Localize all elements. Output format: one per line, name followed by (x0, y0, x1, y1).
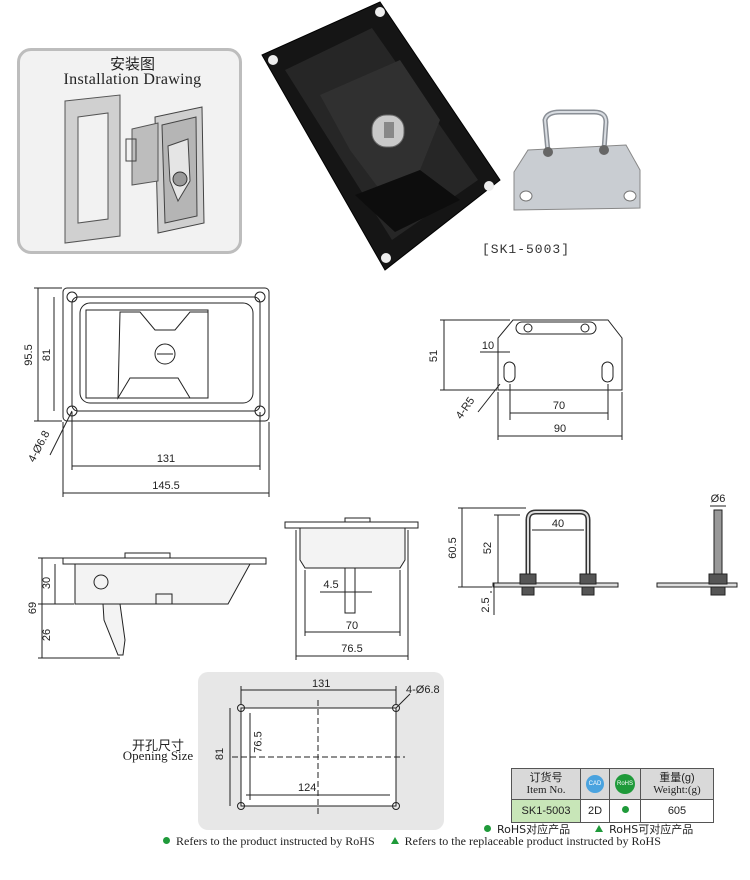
bracket-radius: 4-R5 (454, 395, 478, 421)
rod-view-drawing (656, 505, 738, 596)
row-cad: 2D (580, 799, 610, 823)
installation-illustration (64, 94, 205, 244)
col-weight-en: Weight:(g) (653, 784, 701, 796)
opening-holes: 4-Ø6.8 (406, 684, 440, 696)
legend-en: Refers to the product instructed by RoHS… (163, 834, 661, 849)
latch-photo (261, 1, 501, 271)
legend-cn: RoHS对应产品 RoHS可对应产品 (484, 821, 693, 837)
legend-rohs-en: Refers to the product instructed by RoHS (176, 834, 375, 848)
installation-title-cn: 安装图 (109, 57, 155, 73)
spec-table: 订货号 Item No. CAD RoHS 重量(g) Weight:(g) S… (511, 768, 714, 823)
row-weight: 605 (640, 799, 714, 823)
side-h1: 30 (41, 577, 53, 589)
handle-span: 40 (552, 518, 564, 530)
opening-width: 131 (312, 678, 331, 690)
bracket-view-drawing (440, 319, 623, 440)
front-height-inner: 81 (41, 349, 53, 361)
handle-height-inner: 52 (482, 542, 494, 554)
opening-height-outer: 81 (214, 747, 227, 761)
model-code: [SK1-5003] (482, 242, 571, 257)
opening-height-inner: 76.5 (252, 731, 265, 753)
bottom-b: 70 (346, 620, 358, 632)
rohs-dot-icon (163, 837, 170, 844)
bracket-width: 90 (554, 423, 566, 435)
rod-diameter: Ø6 (711, 493, 726, 505)
front-width-inner: 131 (157, 453, 175, 465)
bottom-view-drawing (284, 517, 419, 660)
bracket-hole-span: 70 (553, 400, 565, 412)
col-cad-header: CAD (580, 768, 610, 800)
col-weight-cn: 重量(g) (659, 772, 695, 784)
legend-rohs-cn: RoHS对应产品 (497, 823, 571, 836)
side-h2: 69 (27, 602, 39, 614)
bottom-c: 76.5 (341, 643, 362, 655)
col-item-header: 订货号 Item No. (511, 768, 581, 800)
bracket-offset: 10 (482, 340, 494, 352)
table-row: SK1-5003 2D 605 (511, 799, 714, 823)
row-item: SK1-5003 (511, 799, 581, 823)
handle-height-total: 60.5 (447, 537, 459, 558)
side-view-drawing (38, 552, 267, 659)
front-width-outer: 145.5 (152, 480, 180, 492)
front-holes: 4-Ø6.8 (26, 429, 52, 464)
opening-width-inner: 124 (298, 782, 317, 794)
front-view-drawing (34, 287, 270, 497)
rohs-triangle-icon (390, 837, 399, 844)
rohs-dot-icon (484, 825, 491, 832)
front-height-outer: 95.5 (23, 344, 35, 365)
rohs-dot-icon (621, 806, 629, 813)
col-weight-header: 重量(g) Weight:(g) (640, 768, 714, 800)
row-rohs (609, 799, 641, 823)
installation-title-en: Installation Drawing (63, 71, 202, 88)
installation-drawing-panel: 安装图 Installation Drawing (17, 48, 242, 254)
handle-view-drawing (458, 507, 619, 615)
bracket-photo (513, 109, 641, 211)
opening-label-en: Opening Size (122, 748, 194, 763)
col-rohs-header: RoHS (609, 768, 641, 800)
rohs-triangle-icon (595, 825, 604, 832)
bracket-height: 51 (428, 350, 440, 362)
bottom-a: 4.5 (323, 579, 338, 591)
legend-rohs-replace-cn: RoHS可对应产品 (609, 823, 694, 836)
col-item-en: Item No. (526, 784, 566, 796)
opening-label-cn: 开孔尺寸 (131, 739, 184, 754)
legend-rohs-replace-en: Refers to the replaceable product instru… (404, 834, 661, 848)
col-item-cn: 订货号 (529, 772, 563, 784)
side-h3: 26 (41, 629, 53, 641)
cad-icon: CAD (586, 775, 604, 793)
handle-base: 2.5 (480, 597, 492, 612)
rohs-icon: RoHS (615, 774, 635, 794)
